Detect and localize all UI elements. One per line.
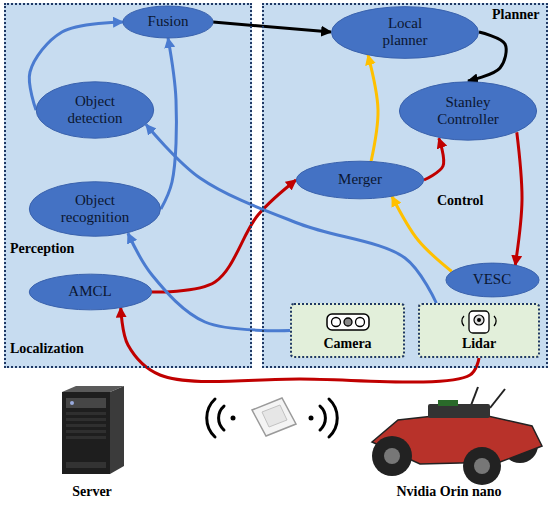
camera-icon bbox=[344, 318, 352, 326]
rc-car bbox=[490, 389, 505, 408]
process-label: AMCL bbox=[68, 283, 111, 300]
flow-arrow bbox=[128, 233, 290, 330]
wifi-waves bbox=[207, 399, 215, 437]
ellipse-shape bbox=[445, 263, 538, 297]
sensor-label: Camera bbox=[323, 336, 371, 352]
wifi-waves bbox=[231, 416, 236, 421]
flow-arrow bbox=[146, 125, 436, 304]
flow-arrow bbox=[424, 138, 444, 180]
wifi-waves bbox=[320, 406, 325, 430]
lidar-icon bbox=[474, 315, 484, 325]
server-tower bbox=[66, 436, 106, 439]
flow-arrow bbox=[152, 180, 297, 292]
ellipse-shape bbox=[296, 161, 423, 199]
lidar-icon bbox=[477, 318, 481, 322]
process-ellipse: Object recognition bbox=[28, 180, 162, 238]
rc-car bbox=[384, 448, 400, 464]
camera-icon bbox=[331, 318, 340, 327]
sensor-box: Lidar bbox=[418, 303, 540, 358]
process-ellipse: VESC bbox=[445, 262, 540, 298]
flow-arrow bbox=[213, 22, 331, 32]
process-ellipse: Merger bbox=[295, 160, 425, 200]
camera-icon bbox=[324, 309, 372, 335]
device-label: Server bbox=[27, 484, 157, 500]
server-tower bbox=[66, 424, 106, 427]
server-tower bbox=[66, 430, 106, 433]
panel-fill bbox=[4, 3, 548, 368]
wifi-router bbox=[252, 398, 296, 436]
server-tower bbox=[70, 401, 74, 405]
process-ellipse: Local planner bbox=[330, 5, 480, 60]
lidar-icon bbox=[455, 309, 503, 335]
label-slot: Server bbox=[27, 484, 157, 500]
sensor-label: Lidar bbox=[462, 336, 496, 352]
wifi-router bbox=[252, 398, 296, 436]
process-ellipse: Fusion bbox=[122, 5, 214, 39]
ellipse-shape bbox=[36, 82, 153, 138]
wifi-waves bbox=[207, 399, 338, 437]
label-slot: Control bbox=[437, 193, 483, 209]
process-label: Object recognition bbox=[49, 192, 141, 227]
camera-icon bbox=[355, 318, 364, 327]
ellipse-shape bbox=[123, 6, 213, 38]
device-label: Nvidia Orin nano bbox=[354, 484, 544, 500]
server-tower bbox=[66, 418, 106, 421]
flow-arrow bbox=[368, 55, 378, 161]
label-slot: Nvidia Orin nano bbox=[354, 484, 544, 500]
group-label: Planner bbox=[492, 7, 539, 23]
camera-icon bbox=[327, 314, 369, 330]
ellipse-shape bbox=[332, 6, 479, 58]
group-panel: PerceptionLocalization FusionObject detec… bbox=[4, 3, 252, 368]
wifi-waves bbox=[219, 406, 224, 430]
server-tower bbox=[66, 462, 106, 468]
group-label: Control bbox=[437, 193, 483, 209]
server-tower bbox=[66, 412, 106, 415]
label-slot: Perception bbox=[10, 241, 74, 257]
server-tower bbox=[66, 398, 106, 408]
label-slot: Planner bbox=[492, 7, 539, 23]
server-tower bbox=[110, 386, 124, 474]
rc-car bbox=[372, 436, 412, 476]
lidar-icon bbox=[469, 311, 489, 333]
rc-car bbox=[428, 404, 490, 418]
flow-arrow bbox=[515, 132, 522, 265]
process-ellipse: AMCL bbox=[28, 273, 153, 311]
panel-fill bbox=[262, 3, 548, 368]
process-ellipse: Stanley Controller bbox=[398, 80, 538, 142]
process-ellipse: Object detection bbox=[35, 80, 155, 140]
rc-car bbox=[474, 458, 490, 474]
rc-car bbox=[438, 400, 458, 406]
process-label: Stanley Controller bbox=[422, 94, 514, 129]
wifi-waves bbox=[309, 416, 314, 421]
process-label: Fusion bbox=[148, 13, 189, 30]
wifi-router bbox=[262, 405, 287, 427]
process-label: VESC bbox=[473, 271, 511, 288]
group-panel: PlannerControl Local plannerStanley Contr… bbox=[262, 3, 548, 368]
ellipse-shape bbox=[29, 274, 152, 310]
label-slot: Localization bbox=[10, 341, 84, 357]
rc-car bbox=[372, 387, 542, 485]
group-label: Perception bbox=[10, 241, 74, 257]
server-tower bbox=[62, 386, 124, 474]
flow-arrow bbox=[161, 38, 177, 209]
process-label: Merger bbox=[338, 171, 382, 188]
group-label: Localization bbox=[10, 341, 84, 357]
wifi-waves bbox=[329, 399, 337, 437]
process-label: Local planner bbox=[370, 15, 440, 50]
lidar-icon bbox=[462, 316, 496, 326]
ellipse-shape bbox=[29, 182, 160, 237]
rc-car bbox=[463, 447, 501, 485]
server-tower bbox=[62, 392, 110, 474]
ellipse-shape bbox=[399, 82, 536, 140]
process-label: Object detection bbox=[54, 93, 136, 128]
sensor-box: Camera bbox=[290, 303, 405, 358]
